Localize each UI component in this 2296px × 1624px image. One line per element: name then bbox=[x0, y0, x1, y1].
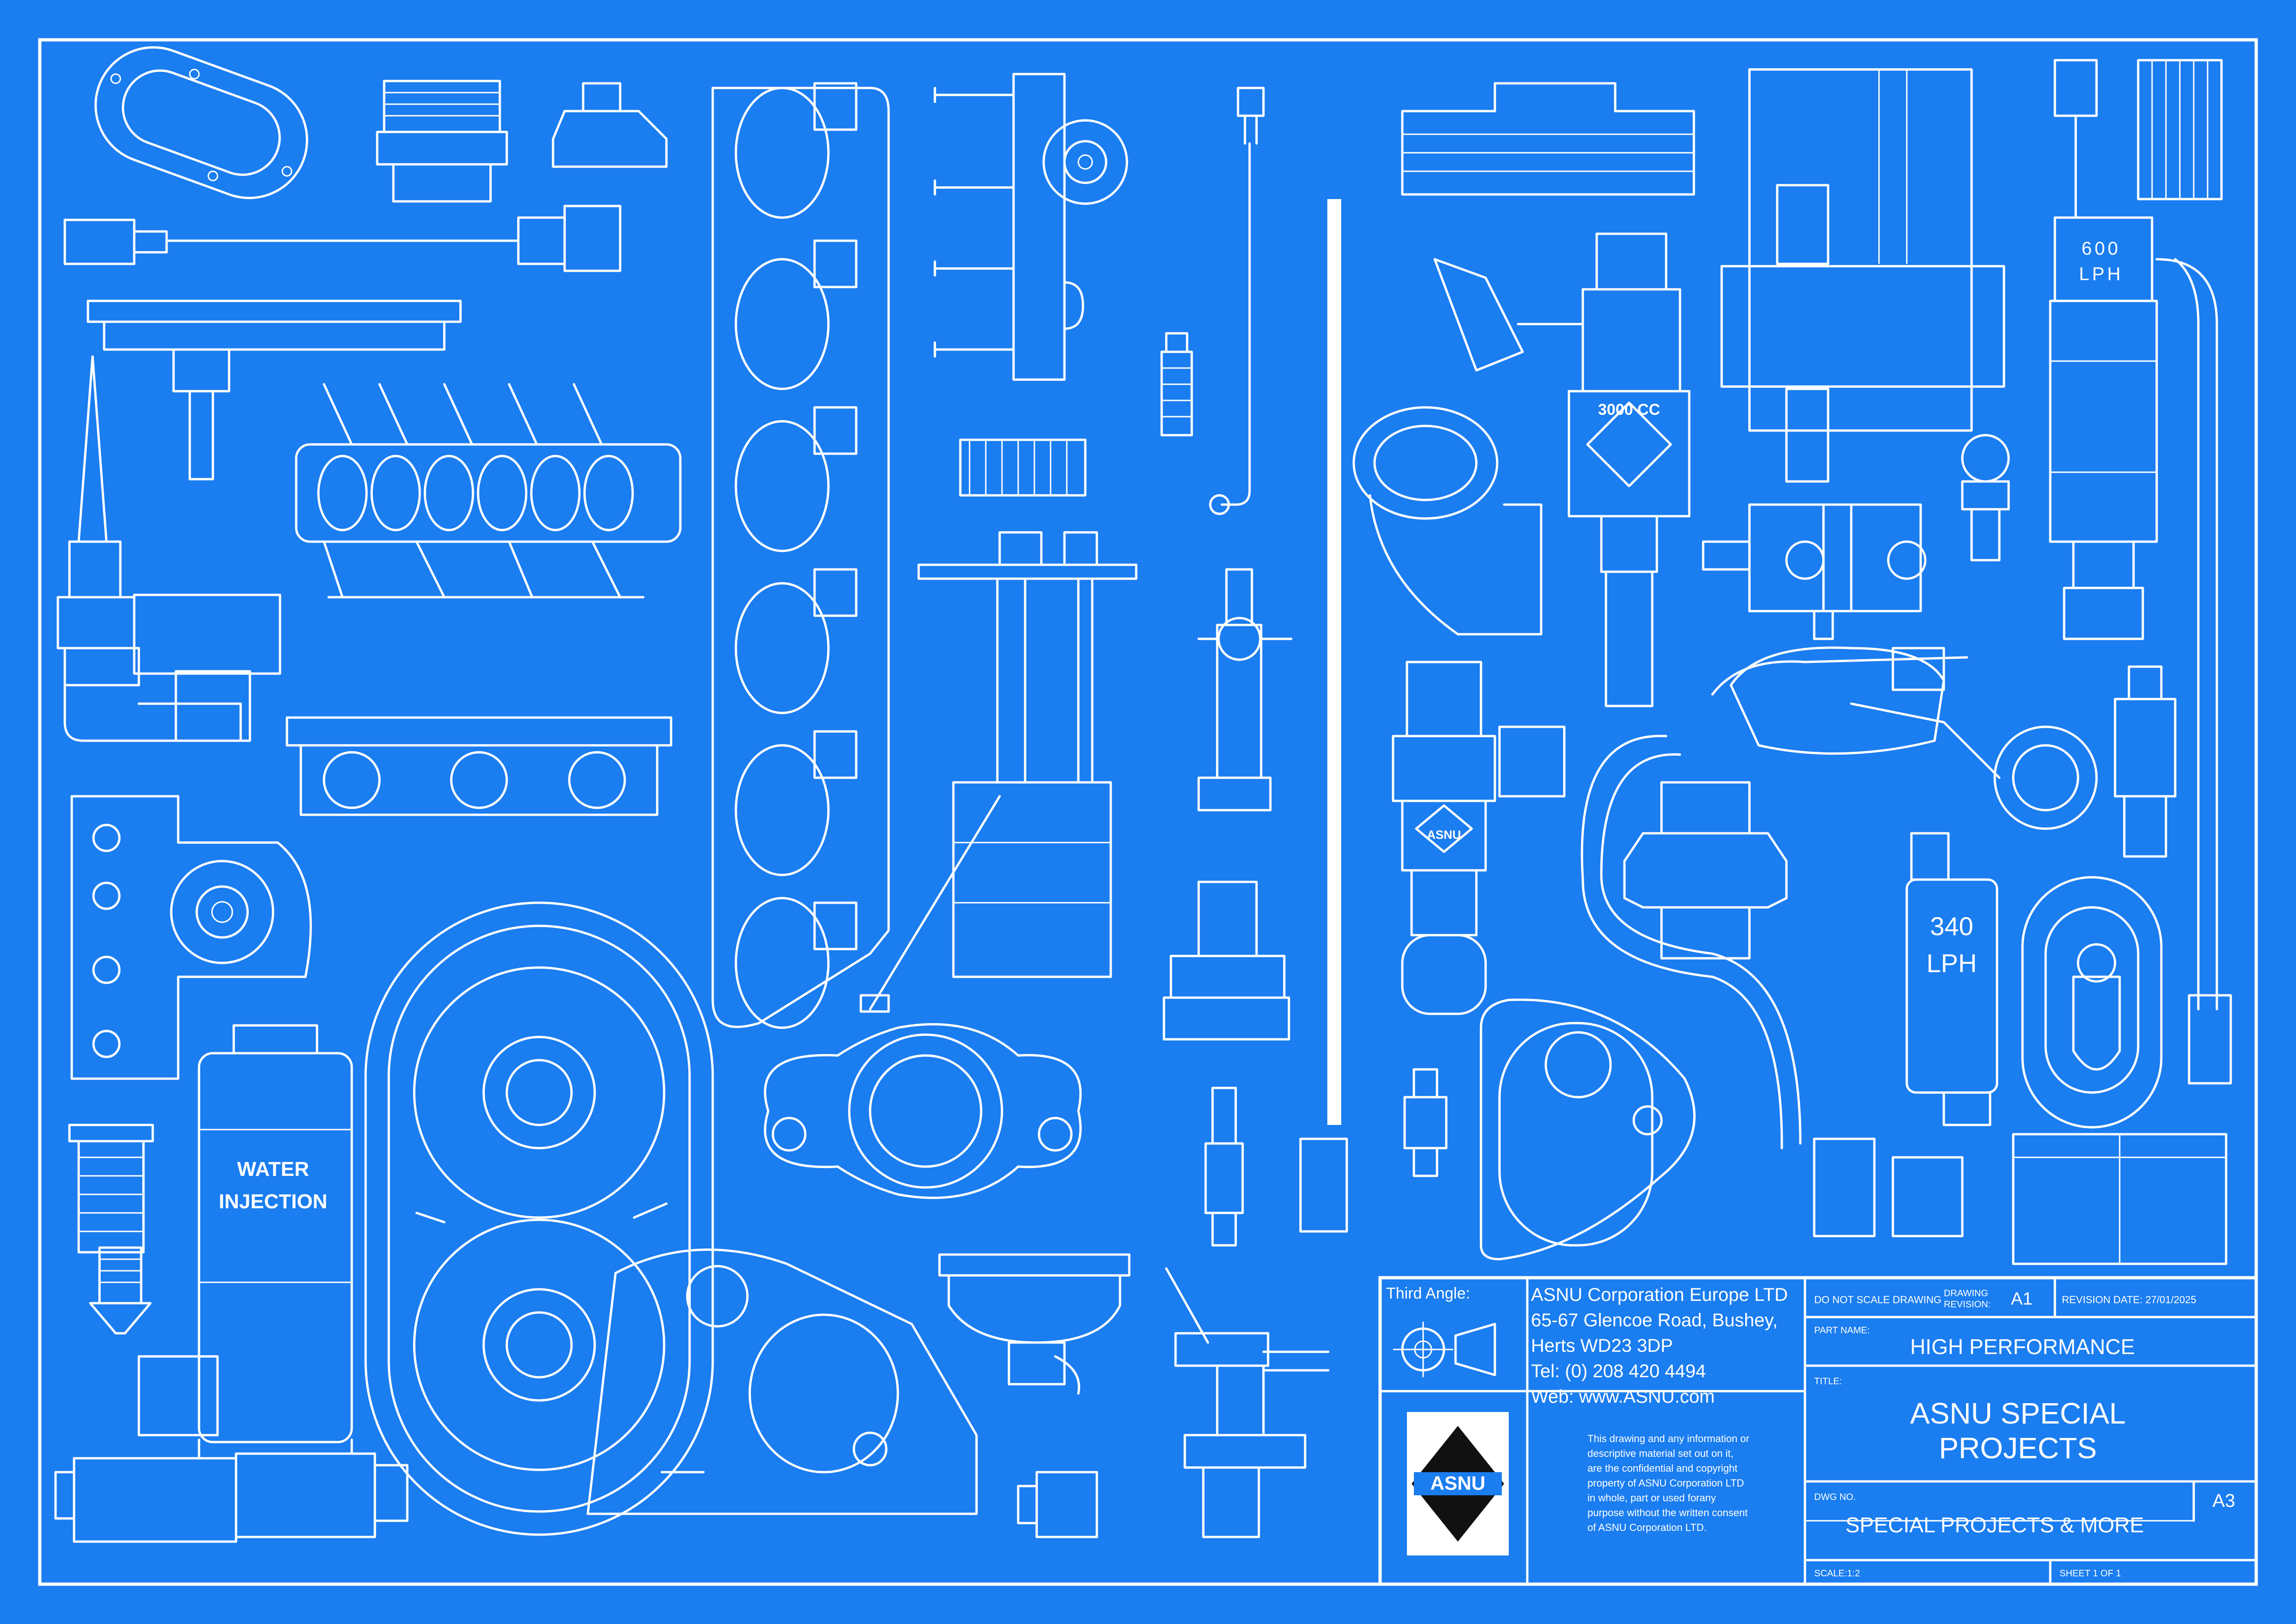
oval-pump-hanger bbox=[2021, 876, 2163, 1129]
elbow-fitting-part bbox=[1352, 406, 1543, 636]
dwg-no-value: SPECIAL PROJECTS & MORE bbox=[1846, 1513, 2144, 1537]
check-valve-part bbox=[1961, 434, 2010, 562]
injector-asnu-logo-text: ASNU bbox=[1427, 828, 1461, 842]
tee-fitting-part bbox=[1197, 568, 1293, 812]
svg-text:are the confidential and copyr: are the confidential and copyright bbox=[1587, 1462, 1737, 1474]
swirl-pot-part bbox=[586, 1248, 978, 1515]
pressure-regulator-part bbox=[1163, 881, 1290, 1041]
water-injection-label-line2: INJECTION bbox=[219, 1190, 328, 1213]
bolt-part bbox=[89, 1246, 152, 1335]
sensor-probe-part bbox=[1209, 87, 1265, 515]
scale-label: SCALE:1:2 bbox=[1814, 1568, 1860, 1579]
pump-340-lph: 340 LPH bbox=[1905, 832, 1998, 1126]
fuel-pump-module bbox=[859, 531, 1138, 1013]
confidential-notice: This drawing and any information or desc… bbox=[1587, 1433, 1749, 1533]
company-name: ASNU Corporation Europe LTD bbox=[1531, 1285, 1788, 1305]
sheet-size: A3 bbox=[2213, 1491, 2235, 1511]
title-block-frame bbox=[1378, 1276, 2258, 1586]
drawing-revision-label-2: REVISION: bbox=[1944, 1299, 1991, 1310]
title-label: TITLE: bbox=[1814, 1376, 1842, 1387]
drawing-border bbox=[38, 38, 2258, 1586]
oval-flange-part bbox=[94, 46, 308, 200]
pump-600-value: 600 bbox=[2082, 238, 2121, 259]
coupler-part bbox=[1623, 781, 1788, 960]
sensor-lead-part bbox=[63, 205, 622, 272]
flange-plate-part bbox=[87, 300, 462, 481]
third-angle-label: Third Angle: bbox=[1386, 1285, 1470, 1302]
svg-text:in whole, part or used forany: in whole, part or used forany bbox=[1587, 1492, 1716, 1504]
pump-340-unit: LPH bbox=[1927, 949, 1977, 978]
water-injection-unit bbox=[54, 1024, 409, 1543]
intake-manifold-lower bbox=[286, 716, 672, 816]
title-block: Third Angle: ASNU Corporation Europe LTD… bbox=[1378, 1276, 2258, 1586]
intake-manifold-upper bbox=[295, 383, 682, 599]
company-web: Web: www.ASNU.com bbox=[1531, 1387, 1715, 1407]
small-connector-part bbox=[1403, 1068, 1448, 1177]
injector-3000cc: 3000 CC bbox=[1433, 232, 1691, 707]
title-line-1: ASNU SPECIAL bbox=[1910, 1397, 2126, 1430]
oval-tank-plate bbox=[1480, 998, 1696, 1261]
fuel-rail-distribution bbox=[933, 73, 1128, 381]
pipe-tee-elbow-part bbox=[1165, 1267, 1330, 1538]
svg-text:of ASNU Corporation LTD.: of ASNU Corporation LTD. bbox=[1587, 1522, 1707, 1533]
small-valve-part bbox=[1204, 1087, 1244, 1247]
water-injection-label-line1: WATER bbox=[237, 1158, 309, 1181]
third-angle-projection-symbol bbox=[1393, 1322, 1496, 1377]
surge-tank-part bbox=[1720, 68, 2005, 483]
pressure-switch-part bbox=[2114, 665, 2177, 858]
housing-top-part bbox=[1401, 82, 1695, 196]
svg-text:This drawing and any informati: This drawing and any information or bbox=[1587, 1433, 1749, 1444]
pump-340-value: 340 bbox=[1930, 912, 1973, 941]
fuel-rail-manifold bbox=[711, 82, 890, 1029]
connector-small-part bbox=[1017, 1471, 1098, 1538]
spring-part bbox=[959, 438, 1087, 497]
logo-text: ASNU bbox=[1430, 1472, 1485, 1494]
do-not-scale-label: DO NOT SCALE DRAWING bbox=[1814, 1294, 1941, 1305]
fuel-pressure-sensor bbox=[1702, 503, 1927, 640]
part-name-label: PART NAME: bbox=[1814, 1325, 1870, 1336]
fuel-line-harness bbox=[1580, 656, 1968, 1237]
svg-text:purpose without the written co: purpose without the written consent bbox=[1587, 1507, 1748, 1518]
drawing-revision-label: DRAWING bbox=[1944, 1288, 1988, 1299]
company-address-line1: 65-67 Glencoe Road, Bushey, bbox=[1531, 1310, 1778, 1330]
hose-barb-small bbox=[1160, 332, 1193, 437]
injector-3000cc-label: 3000 CC bbox=[1598, 401, 1660, 418]
fuel-filter-cluster bbox=[1730, 646, 2098, 830]
filter-housing-part bbox=[938, 1253, 1131, 1395]
cap-fitting-part bbox=[552, 82, 668, 168]
company-address-line2: Herts WD23 3DP bbox=[1531, 1336, 1673, 1356]
asnu-logo: ASNU bbox=[1407, 1412, 1509, 1555]
svg-text:property of ASNU Corporation L: property of ASNU Corporation LTD bbox=[1587, 1477, 1744, 1489]
vertical-probe-part bbox=[1299, 199, 1348, 1233]
part-name-value: HIGH PERFORMANCE bbox=[1910, 1335, 2135, 1359]
company-tel: Tel: (0) 208 420 4494 bbox=[1531, 1361, 1706, 1381]
title-line-2: PROJECTS bbox=[1939, 1431, 2097, 1465]
svg-text:descriptive material set out o: descriptive material set out on it, bbox=[1587, 1448, 1733, 1459]
bracket-block-part bbox=[2012, 1133, 2228, 1265]
revision-date: REVISION DATE: 27/01/2025 bbox=[2062, 1294, 2196, 1305]
dwg-no-label: DWG NO. bbox=[1814, 1492, 1856, 1502]
threaded-fitting-part bbox=[376, 80, 508, 203]
sheet-count: SHEET 1 OF 1 bbox=[2060, 1568, 2121, 1579]
manifold-block-part bbox=[70, 795, 312, 1080]
filter-cartridge-part bbox=[2137, 59, 2223, 200]
gasket-round-flange bbox=[764, 1023, 1082, 1199]
gasket-figure-eight bbox=[364, 901, 714, 1536]
fitting-threaded-small bbox=[68, 1124, 154, 1254]
injector-tall-part bbox=[56, 355, 281, 742]
injector-asnu-part: ASNU bbox=[1392, 661, 1566, 1015]
pump-600-unit: LPH bbox=[2079, 264, 2123, 284]
drawing-revision-value: A1 bbox=[2011, 1289, 2032, 1309]
pump-600-lph: 600 LPH bbox=[2049, 59, 2232, 1085]
